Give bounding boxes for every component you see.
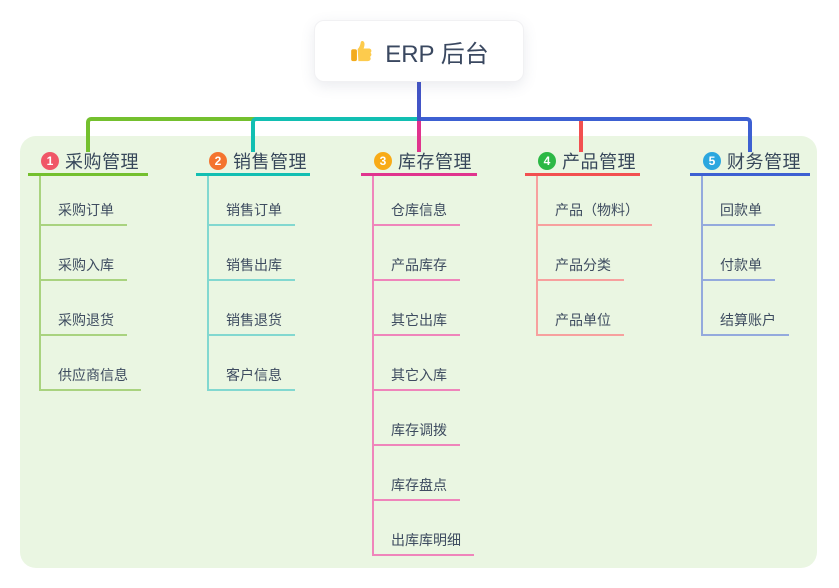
- child-node: 销售退货: [209, 281, 310, 336]
- child-label[interactable]: 仓库信息: [374, 200, 460, 226]
- child-node: 采购入库: [41, 226, 148, 281]
- branch-node-5: 5 财务管理回款单付款单结算账户: [690, 149, 810, 336]
- child-label[interactable]: 销售退货: [209, 310, 295, 336]
- child-node: 出库库明细: [374, 501, 477, 556]
- branch-label: 销售管理: [233, 152, 307, 172]
- child-node: 采购订单: [41, 176, 148, 226]
- branch-number-badge: 2: [209, 152, 227, 170]
- child-node: 回款单: [703, 176, 810, 226]
- branch-3-drop-line: [417, 118, 421, 152]
- root-title: ERP 后台: [385, 40, 489, 68]
- child-node: 付款单: [703, 226, 810, 281]
- child-label[interactable]: 销售订单: [209, 200, 295, 226]
- branch-number-badge: 5: [703, 152, 721, 170]
- child-label[interactable]: 结算账户: [703, 310, 789, 336]
- branch-label: 库存管理: [398, 152, 472, 172]
- child-node: 销售出库: [209, 226, 310, 281]
- child-node: 采购退货: [41, 281, 148, 336]
- branch-node-1: 1 采购管理采购订单采购入库采购退货供应商信息: [28, 149, 148, 391]
- child-label[interactable]: 出库库明细: [374, 530, 474, 556]
- child-label[interactable]: 供应商信息: [41, 365, 141, 391]
- child-label[interactable]: 回款单: [703, 200, 775, 226]
- root-connector-line: [417, 82, 421, 121]
- child-label[interactable]: 采购退货: [41, 310, 127, 336]
- thumbs-up-icon: [351, 40, 372, 62]
- branches-background-panel: [20, 136, 817, 568]
- child-label[interactable]: 产品库存: [374, 255, 460, 281]
- branch-header-4[interactable]: 4 产品管理: [525, 149, 640, 176]
- branch-node-3: 3 库存管理仓库信息产品库存其它出库其它入库库存调拨库存盘点出库库明细: [361, 149, 477, 556]
- branch-node-2: 2 销售管理销售订单销售出库销售退货客户信息: [196, 149, 310, 391]
- child-node: 销售订单: [209, 176, 310, 226]
- branch-label: 财务管理: [727, 152, 801, 172]
- branch-5-connector: [419, 117, 752, 152]
- child-label[interactable]: 产品（物料）: [538, 200, 652, 226]
- child-node: 库存盘点: [374, 446, 477, 501]
- branch-number-badge: 3: [374, 152, 392, 170]
- branch-number-badge: 1: [41, 152, 59, 170]
- child-label[interactable]: 销售出库: [209, 255, 295, 281]
- child-label[interactable]: 产品单位: [538, 310, 624, 336]
- child-label[interactable]: 库存调拨: [374, 420, 460, 446]
- child-label[interactable]: 库存盘点: [374, 475, 460, 501]
- child-label[interactable]: 付款单: [703, 255, 775, 281]
- child-node: 客户信息: [209, 336, 310, 391]
- child-label[interactable]: 其它出库: [374, 310, 460, 336]
- root-node[interactable]: ERP 后台: [314, 20, 524, 82]
- child-node: 其它入库: [374, 336, 477, 391]
- child-label[interactable]: 客户信息: [209, 365, 295, 391]
- branch-children-list: 产品（物料） 产品分类产品单位: [536, 176, 652, 336]
- branch-children-list: 仓库信息产品库存其它出库其它入库库存调拨库存盘点出库库明细: [372, 176, 477, 556]
- branch-children-list: 销售订单销售出库销售退货客户信息: [207, 176, 310, 391]
- child-label[interactable]: 采购入库: [41, 255, 127, 281]
- child-node: 结算账户: [703, 281, 810, 336]
- child-node: 供应商信息: [41, 336, 148, 391]
- branch-node-4: 4 产品管理产品（物料） 产品分类产品单位: [525, 149, 652, 336]
- branch-number-badge: 4: [538, 152, 556, 170]
- branch-2-connector: [251, 117, 419, 152]
- branch-4-drop-line: [579, 121, 583, 152]
- child-node: 库存调拨: [374, 391, 477, 446]
- branch-children-list: 回款单付款单结算账户: [701, 176, 810, 336]
- branch-children-list: 采购订单采购入库采购退货供应商信息: [39, 176, 148, 391]
- child-node: 产品（物料）: [538, 176, 652, 226]
- child-label[interactable]: 其它入库: [374, 365, 460, 391]
- branch-header-2[interactable]: 2 销售管理: [196, 149, 310, 176]
- child-node: 仓库信息: [374, 176, 477, 226]
- branch-header-1[interactable]: 1 采购管理: [28, 149, 148, 176]
- branch-header-3[interactable]: 3 库存管理: [361, 149, 477, 176]
- child-node: 其它出库: [374, 281, 477, 336]
- child-node: 产品单位: [538, 281, 652, 336]
- branch-header-5[interactable]: 5 财务管理: [690, 149, 810, 176]
- child-label[interactable]: 产品分类: [538, 255, 624, 281]
- child-label[interactable]: 采购订单: [41, 200, 127, 226]
- child-node: 产品分类: [538, 226, 652, 281]
- branch-label: 产品管理: [562, 152, 636, 172]
- branch-label: 采购管理: [65, 152, 139, 172]
- child-node: 产品库存: [374, 226, 477, 281]
